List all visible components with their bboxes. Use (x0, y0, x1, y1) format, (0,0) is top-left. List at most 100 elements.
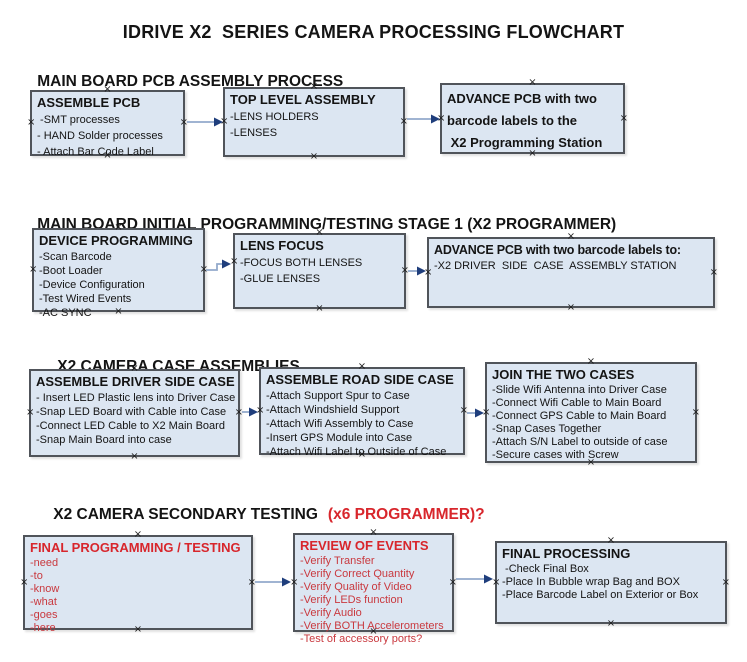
box-title: DEVICE PROGRAMMING (39, 233, 193, 248)
glue-point-icon: × (492, 576, 501, 588)
flow-box-join-the-two-cases: JOIN THE TWO CASES -Slide Wifi Antenna i… (482, 357, 700, 468)
box-line: X2 Programming Station (447, 135, 603, 150)
box-item-list: -SMT processes- HAND Solder processes- A… (37, 112, 183, 160)
box-title: REVIEW OF EVENTS (300, 538, 429, 553)
flow-box-review-of-events: REVIEW OF EVENTS -Verify Transfer-Verify… (290, 528, 457, 646)
glue-point-icon: × (482, 406, 491, 418)
box-item: -Place Barcode Label on Exterior or Box (502, 589, 699, 601)
box-title: ASSEMBLE DRIVER SIDE CASE (36, 374, 235, 389)
glue-point-icon: × (256, 405, 265, 416)
arrow-road-side-to-join-cases (467, 408, 484, 418)
box-line: barcode labels to the (447, 113, 578, 128)
box-item: -Attach Support Spur to Case (266, 390, 410, 402)
flow-box-assemble-driver-side-case: ASSEMBLE DRIVER SIDE CASE - Insert LED P… (26, 364, 243, 462)
section-heading-pcb-assembly: MAIN BOARD PCB ASSEMBLY PROCESS (20, 55, 343, 109)
box-title: TOP LEVEL ASSEMBLY (230, 92, 376, 107)
box-item: -goes (30, 609, 58, 621)
box-item: -Scan Barcode (39, 251, 112, 263)
arrow-review-events-to-final-processing (456, 574, 493, 584)
box-title: ADVANCE PCB with two barcode labels to: (434, 243, 681, 257)
box-item: -GLUE LENSES (240, 273, 321, 285)
box-item-list: -Check Final Box-Place In Bubble wrap Ba… (502, 563, 725, 602)
box-item: -Attach Windshield Support (266, 404, 400, 416)
glue-point-icon: × (230, 256, 239, 268)
flow-box-device-programming: DEVICE PROGRAMMING -Scan Barcode -Boot Lo… (29, 223, 208, 320)
box-line: ADVANCE PCB with two (447, 91, 597, 106)
arrow-driver-side-to-road-side (242, 407, 258, 417)
glue-point-icon: × (29, 264, 38, 275)
glue-point-icon: × (315, 303, 324, 314)
glue-point-icon: × (357, 361, 367, 372)
box-item-list: -LENS HOLDERS -LENSES (230, 109, 403, 141)
box-item: -LENSES (230, 127, 278, 139)
box-item: -Test Wired Events (39, 293, 132, 305)
box-item: -AC SYNC (39, 307, 92, 319)
box-item: -Verify LEDs function (300, 594, 403, 606)
arrow-final-programming-to-review-events (255, 577, 291, 587)
glue-point-icon: × (220, 116, 229, 127)
box-title: FINAL PROGRAMMING / TESTING (30, 540, 241, 555)
box-item: -what (30, 596, 57, 608)
box-item: -Slide Wifi Antenna into Driver Case (492, 384, 667, 396)
glue-point-icon: × (606, 535, 616, 546)
box-item-list: - Insert LED Plastic lens into Driver Ca… (36, 391, 238, 447)
box-item: -Attach Wifi Assembly to Case (266, 418, 414, 430)
section-heading-text: MAIN BOARD PCB ASSEMBLY PROCESS (37, 73, 344, 90)
flow-box-final-processing: FINAL PROCESSING -Check Final Box-Place … (492, 536, 730, 629)
box-item: -Boot Loader (39, 265, 103, 277)
glue-point-icon: × (27, 117, 36, 128)
box-item: -Connect GPS Cable to Main Board (492, 410, 667, 422)
glue-point-icon: × (586, 356, 596, 367)
section-heading-text: X2 CAMERA SECONDARY TESTING (53, 506, 318, 523)
flow-box-lens-focus: LENS FOCUS -FOCUS BOTH LENSES -GLUE LENSE… (230, 228, 409, 314)
box-item: -X2 DRIVER SIDE CASE ASSEMBLY STATION (434, 260, 677, 272)
glue-point-icon: × (309, 151, 319, 162)
arrow-assemble-pcb-to-top-level (187, 117, 223, 127)
glue-point-icon: × (130, 451, 139, 462)
section-heading-accent: (x6 PROGRAMMER)? (327, 506, 485, 523)
box-item-list: -Slide Wifi Antenna into Driver Case-Con… (492, 384, 695, 462)
box-item: -Snap LED Board with Cable into Case (36, 406, 227, 418)
box-item: -to (30, 570, 43, 582)
box-line-list: ADVANCE PCB with two barcode labels to th… (447, 88, 623, 154)
box-title: JOIN THE TWO CASES (492, 367, 635, 382)
arrow-lens-focus-to-advance-case (408, 266, 426, 276)
box-item: -Verify BOTH Accelerometers (300, 620, 444, 632)
box-item: - HAND Solder processes (37, 130, 163, 142)
box-title: LENS FOCUS (240, 238, 324, 253)
box-title: ASSEMBLE ROAD SIDE CASE (266, 372, 454, 387)
box-title: FINAL PROCESSING (502, 546, 631, 561)
box-item: -need (30, 557, 59, 569)
box-item: -Connect Wifi Cable to Main Board (492, 397, 662, 409)
flow-box-top-level-assembly: TOP LEVEL ASSEMBLY -LENS HOLDERS-LENSES … (220, 82, 408, 162)
box-item: -Place In Bubble wrap Bag and BOX (502, 576, 680, 588)
glue-point-icon: × (20, 576, 29, 588)
box-item-list: -Verify Transfer-Verify Correct Quantity… (300, 555, 452, 646)
box-item: -Attach Wifi Label to Outside of Case (266, 446, 447, 458)
box-item: -here (30, 622, 56, 634)
box-item-list: -X2 DRIVER SIDE CASE ASSEMBLY STATION (434, 259, 713, 273)
box-item: -Check Final Box (502, 563, 589, 575)
box-title: ASSEMBLE PCB (37, 95, 141, 110)
box-item: - Attach Bar Code Label (37, 146, 154, 158)
box-item: -Verify Transfer (300, 555, 375, 567)
flow-box-final-programming-testing: FINAL PROGRAMMING / TESTING -need-to-kno… (20, 530, 256, 635)
arrow-device-programming-to-lens-focus (206, 259, 231, 271)
box-item: -Device Configuration (39, 279, 145, 291)
box-item-list: -Attach Support Spur to Case -Attach Wind… (266, 389, 463, 459)
box-item-list: -FOCUS BOTH LENSES -GLUE LENSES (240, 255, 404, 287)
box-item: -Verify Quality of Video (300, 581, 412, 593)
flow-box-advance-to-case-assembly: ADVANCE PCB with two barcode labels to: … (424, 232, 718, 313)
section-heading-secondary-testing: X2 CAMERA SECONDARY TESTING (x6 PROGRAMME… (36, 488, 485, 542)
glue-point-icon: × (290, 576, 299, 588)
box-item: -LENS HOLDERS (230, 111, 319, 123)
glue-point-icon: × (26, 407, 35, 418)
page-title: IDRIVE X2 SERIES CAMERA PROCESSING FLOWC… (122, 22, 625, 42)
box-item: -FOCUS BOTH LENSES (240, 257, 363, 269)
box-item: -Snap Cases Together (492, 423, 602, 435)
box-item: -know (30, 583, 60, 595)
box-item: - Insert LED Plastic lens into Driver Ca… (36, 392, 236, 404)
arrow-top-level-to-advance-programming (407, 114, 440, 124)
flow-box-advance-to-programming-station: ADVANCE PCB with two barcode labels to th… (437, 78, 628, 159)
